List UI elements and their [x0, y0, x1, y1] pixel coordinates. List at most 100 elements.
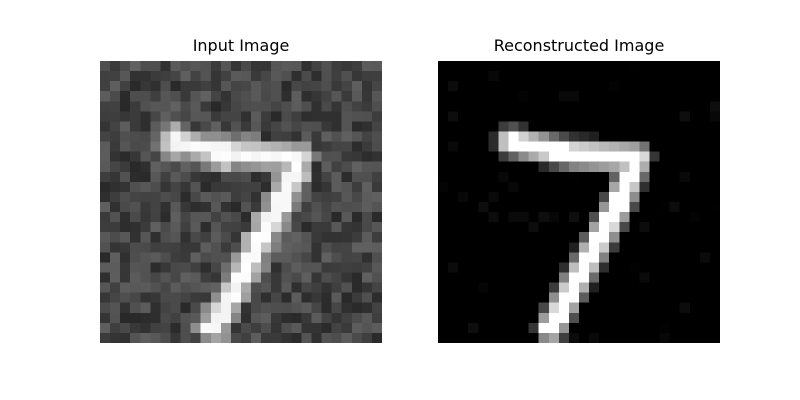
pixel	[599, 161, 610, 172]
pixel	[528, 262, 539, 273]
pixel	[311, 61, 322, 72]
pixel	[458, 282, 469, 293]
pixel	[629, 101, 640, 112]
pixel	[659, 322, 670, 334]
pixel	[291, 252, 302, 263]
pixel	[558, 232, 570, 243]
pixel	[599, 312, 610, 324]
pixel	[579, 202, 590, 213]
pixel	[110, 171, 121, 183]
pixel	[140, 171, 151, 183]
pixel	[200, 101, 211, 112]
pixel	[589, 141, 600, 152]
pixel	[518, 151, 529, 162]
pixel	[291, 91, 302, 102]
pixel	[478, 191, 489, 203]
pixel	[321, 81, 332, 92]
pixel	[230, 71, 242, 82]
pixel	[568, 212, 580, 223]
pixel	[311, 302, 322, 313]
pixel	[160, 131, 171, 142]
pixel	[321, 292, 332, 303]
pixel	[170, 171, 181, 183]
pixel	[110, 71, 121, 82]
pixel	[271, 111, 282, 122]
pixel	[649, 202, 660, 213]
pixel	[120, 322, 131, 334]
pixel	[210, 101, 222, 112]
pixel	[528, 81, 539, 92]
pixel	[669, 292, 680, 303]
pixel	[689, 111, 701, 122]
pixel	[170, 332, 181, 343]
pixel	[321, 61, 332, 72]
pixel	[659, 151, 670, 162]
pixel	[100, 91, 111, 102]
pixel	[699, 161, 711, 172]
pixel	[180, 151, 191, 162]
pixel	[331, 292, 342, 303]
pixel	[301, 252, 312, 263]
pixel	[709, 101, 720, 112]
pixel	[220, 252, 232, 263]
pixel	[130, 181, 141, 193]
pixel	[518, 222, 529, 233]
pixel	[301, 131, 312, 142]
pixel	[200, 262, 211, 273]
pixel	[291, 302, 302, 313]
pixel	[518, 131, 529, 142]
pixel	[281, 222, 292, 233]
pixel	[241, 242, 252, 253]
pixel	[689, 272, 701, 283]
pixel	[301, 121, 312, 132]
pixel	[371, 71, 382, 82]
pixel	[599, 282, 610, 293]
pixel	[589, 71, 600, 82]
pixel	[140, 151, 151, 162]
pixel	[609, 332, 620, 343]
pixel	[281, 322, 292, 334]
pixel	[589, 121, 600, 132]
pixel	[649, 151, 660, 162]
pixel	[130, 282, 141, 293]
pixel	[291, 151, 302, 162]
pixel	[438, 212, 449, 223]
pixel	[261, 81, 272, 92]
pixel	[619, 262, 630, 273]
pixel	[498, 81, 509, 92]
pixel	[281, 212, 292, 223]
pixel	[558, 101, 570, 112]
pixel	[709, 202, 720, 213]
pixel	[709, 161, 720, 172]
pixel	[679, 141, 690, 152]
pixel	[251, 181, 262, 193]
pixel	[110, 61, 121, 72]
pixel	[679, 252, 690, 263]
pixel	[331, 61, 342, 72]
pixel	[599, 91, 610, 102]
pixel	[468, 121, 479, 132]
pixel	[140, 202, 151, 213]
pixel	[130, 272, 141, 283]
pixel	[170, 191, 181, 203]
pixel	[110, 212, 121, 223]
pixel	[160, 332, 171, 343]
pixel	[689, 131, 701, 142]
pixel	[200, 81, 211, 92]
pixel	[579, 272, 590, 283]
pixel	[341, 262, 352, 273]
pixel	[341, 232, 352, 243]
pixel	[301, 71, 312, 82]
pixel	[130, 252, 141, 263]
pixel	[220, 312, 232, 324]
pixel	[649, 232, 660, 243]
pixel	[220, 121, 232, 132]
pixel	[649, 242, 660, 253]
pixel	[669, 302, 680, 313]
pixel	[568, 121, 580, 132]
pixel	[568, 161, 580, 172]
pixel	[609, 322, 620, 334]
pixel	[321, 111, 332, 122]
pixel	[568, 262, 580, 273]
pixel	[200, 171, 211, 183]
